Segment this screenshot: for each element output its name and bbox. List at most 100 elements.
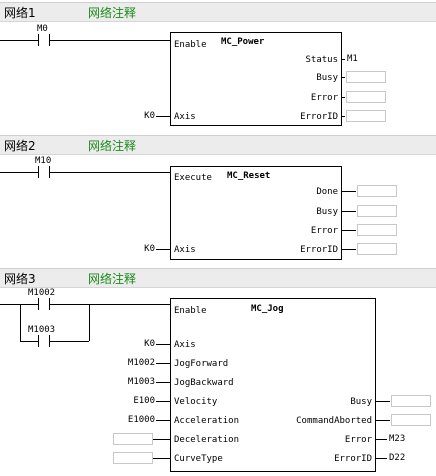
pin-errorid: ErrorID (300, 245, 338, 255)
pin-error: Error (310, 93, 338, 103)
busy-wire (341, 77, 345, 78)
acceleration-value[interactable]: E1000 (127, 415, 155, 425)
curvetype-wire (153, 458, 170, 459)
pin-execute: Execute (174, 173, 212, 183)
network-2-header[interactable]: 网络2 网络注释 (0, 135, 436, 155)
busy-wire (375, 401, 390, 402)
network-comment[interactable]: 网络注释 (88, 272, 137, 286)
error-wire (375, 439, 387, 440)
error-wire (341, 97, 345, 98)
mc-reset-block[interactable]: MC_Reset Execute Axis Done Busy Error Er… (170, 166, 342, 260)
error-value-box[interactable] (357, 224, 397, 236)
pin-error: Error (310, 226, 338, 236)
network-comment[interactable]: 网络注释 (88, 139, 137, 153)
error-wire (341, 230, 356, 231)
error-value[interactable]: M23 (389, 434, 406, 444)
pin-curvetype: CurveType (174, 454, 223, 464)
curvetype-value-box[interactable] (113, 452, 153, 464)
velocity-value[interactable]: E100 (133, 396, 155, 406)
pin-errorid: ErrorID (334, 454, 372, 464)
network-comment[interactable]: 网络注释 (88, 6, 137, 20)
contact-label: M10 (35, 156, 52, 166)
errorid-wire (341, 249, 356, 250)
errorid-value-box[interactable] (357, 243, 397, 255)
commandaborted-value-box[interactable] (391, 414, 431, 426)
branch-left-wire (20, 304, 21, 341)
deceleration-value-box[interactable] (113, 433, 153, 445)
fb-title: MC_Jog (251, 304, 284, 314)
contact-right-bar[interactable] (49, 298, 50, 310)
deceleration-wire (153, 439, 170, 440)
pin-enable: Enable (174, 306, 207, 316)
busy-wire (341, 211, 356, 212)
errorid-wire (375, 458, 387, 459)
acceleration-wire (156, 420, 170, 421)
network-title: 网络3 (4, 272, 36, 286)
network-1-header[interactable]: 网络1 网络注释 (0, 2, 436, 22)
pin-busy: Busy (316, 207, 338, 217)
contact-label: M1003 (28, 325, 56, 335)
fb-title: MC_Power (221, 37, 265, 47)
network-3-header[interactable]: 网络3 网络注释 (0, 268, 436, 288)
jogbackward-wire (156, 382, 170, 383)
contact-label: M1002 (28, 288, 56, 298)
pin-error: Error (344, 435, 372, 445)
power-rail-wire (0, 304, 38, 305)
contact-label: M0 (37, 24, 48, 34)
pin-jogforward: JogForward (174, 359, 229, 369)
pin-deceleration: Deceleration (174, 435, 240, 445)
commandaborted-wire (375, 420, 390, 421)
pin-jogbackward: JogBackward (174, 378, 234, 388)
pin-commandaborted: CommandAborted (296, 416, 372, 426)
pin-acceleration: Acceleration (174, 416, 240, 426)
contact-left-bar[interactable] (38, 298, 39, 310)
busy-value-box[interactable] (391, 395, 431, 407)
axis-wire (156, 249, 170, 250)
pin-errorid: ErrorID (300, 112, 338, 122)
power-rail-wire (0, 172, 38, 173)
busy-value-box[interactable] (346, 71, 386, 83)
contact-right-bar[interactable] (49, 166, 50, 178)
jogbackward-value[interactable]: M1003 (127, 377, 155, 387)
pin-axis: Axis (174, 112, 196, 122)
velocity-wire (156, 401, 170, 402)
status-wire (341, 59, 345, 60)
network-title: 网络1 (4, 6, 36, 20)
contact-right-bar[interactable] (49, 34, 50, 46)
branch-wire (20, 341, 38, 342)
errorid-value[interactable]: D22 (389, 453, 406, 463)
fb-title: MC_Reset (227, 171, 271, 181)
branch-wire (50, 341, 89, 342)
contact-left-bar[interactable] (38, 166, 39, 178)
branch-right-wire (89, 304, 90, 341)
errorid-wire (341, 116, 345, 117)
axis-value[interactable]: K0 (144, 111, 155, 121)
errorid-value-box[interactable] (346, 110, 386, 122)
pin-axis: Axis (174, 340, 196, 350)
status-value[interactable]: M1 (347, 54, 358, 64)
done-value-box[interactable] (357, 185, 397, 197)
contact-left-bar[interactable] (38, 34, 39, 46)
mc-jog-block[interactable]: MC_Jog Enable Axis JogForward JogBackwar… (170, 298, 376, 472)
jogforward-value[interactable]: M1002 (127, 358, 155, 368)
enable-wire (50, 40, 170, 41)
enable-wire (50, 304, 170, 305)
axis-value[interactable]: K0 (144, 339, 155, 349)
pin-status: Status (305, 55, 338, 65)
pin-enable: Enable (174, 40, 207, 50)
power-rail-wire (0, 40, 38, 41)
pin-axis: Axis (174, 245, 196, 255)
done-wire (341, 191, 356, 192)
mc-power-block[interactable]: MC_Power Enable Axis Status Busy Error E… (170, 32, 342, 126)
network-title: 网络2 (4, 139, 36, 153)
pin-busy: Busy (350, 397, 372, 407)
jogforward-wire (156, 363, 170, 364)
axis-value[interactable]: K0 (144, 244, 155, 254)
pin-velocity: Velocity (174, 397, 218, 407)
pin-busy: Busy (316, 73, 338, 83)
busy-value-box[interactable] (357, 205, 397, 217)
error-value-box[interactable] (346, 91, 386, 103)
contact-right-bar[interactable] (49, 335, 50, 347)
contact-left-bar[interactable] (38, 335, 39, 347)
pin-done: Done (316, 187, 338, 197)
